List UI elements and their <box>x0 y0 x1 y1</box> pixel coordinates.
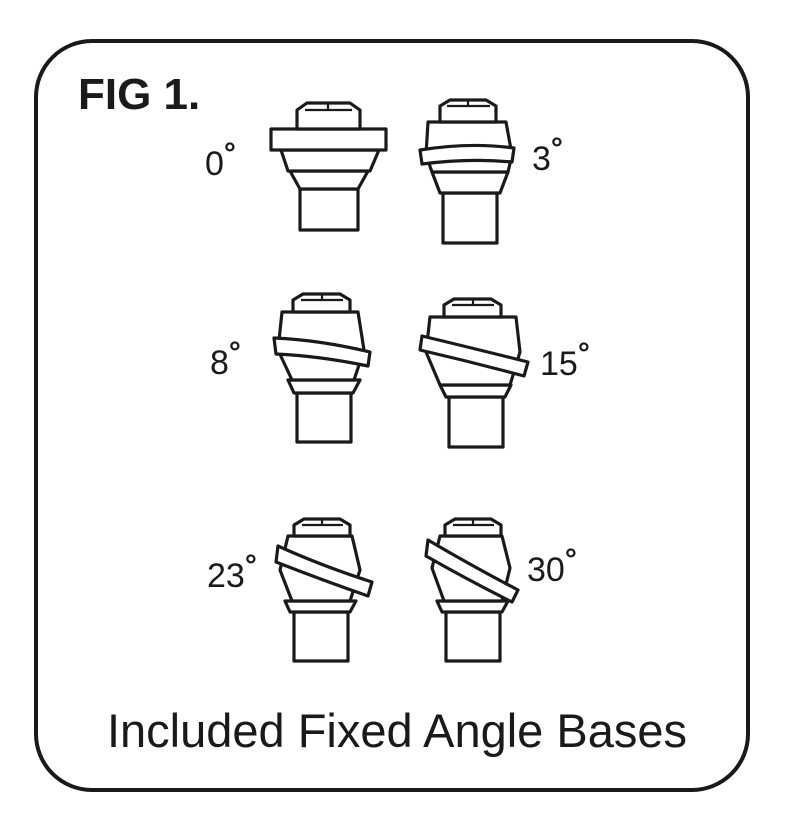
base-30-degree <box>424 517 520 663</box>
base-8-degree <box>272 292 372 444</box>
angle-label-15: 15° <box>540 337 590 383</box>
figure-frame <box>34 39 750 792</box>
angle-label-8: 8° <box>210 336 241 382</box>
angle-label-0: 0° <box>205 137 236 183</box>
figure-title: FIG 1. <box>78 70 200 119</box>
base-23-degree <box>274 517 374 663</box>
angle-label-3: 3° <box>532 132 563 178</box>
angle-label-30: 30° <box>527 543 577 589</box>
base-3-degree <box>418 98 516 245</box>
figure-caption: Included Fixed Angle Bases <box>107 704 687 757</box>
base-0-degree <box>269 101 388 232</box>
base-15-degree <box>418 297 530 449</box>
angle-label-23: 23° <box>207 549 257 595</box>
